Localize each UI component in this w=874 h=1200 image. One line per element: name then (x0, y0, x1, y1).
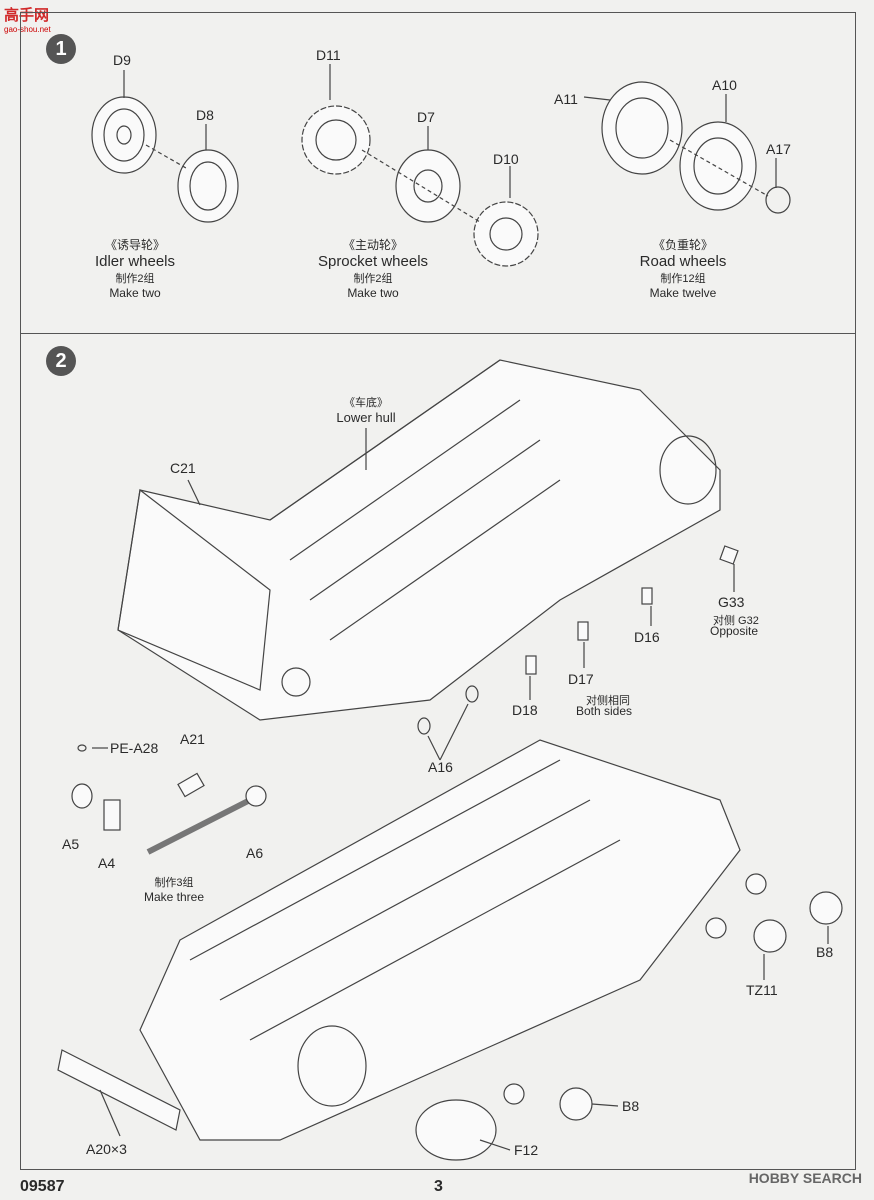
part-label-d7: D7 (417, 109, 435, 125)
step2-panel (20, 334, 856, 1170)
d17-note-en: Both sides (576, 704, 633, 718)
part-label-f12: F12 (514, 1142, 539, 1158)
caption-idler: 《诱导轮》 Idler wheels 制作2组 Make two (35, 236, 235, 300)
watermark: HOBBY SEARCH (748, 1170, 862, 1186)
part-label-d8: D8 (196, 107, 214, 123)
caption-qty-cn: 制作12组 (660, 273, 706, 285)
step1-panel (20, 12, 856, 334)
part-label-tz11: TZ11 (746, 982, 778, 998)
part-label-a21: A21 (180, 731, 205, 747)
caption-road: 《负重轮》 Road wheels 制作12组 Make twelve (583, 236, 783, 300)
part-label-a17: A17 (766, 141, 791, 157)
caption-sprocket: 《主动轮》 Sprocket wheels 制作2组 Make two (273, 236, 473, 300)
part-label-d11: D11 (316, 47, 341, 63)
caption-qty-cn: 制作2组 (115, 273, 155, 285)
part-label-d18: D18 (512, 702, 538, 718)
step2-number: 2 (46, 346, 76, 376)
caption-qty-en: Make two (109, 286, 161, 300)
caption-qty-en: Make twelve (649, 286, 717, 300)
page-number: 3 (434, 1178, 443, 1195)
caption-en: Road wheels (639, 253, 727, 270)
caption-en: Idler wheels (94, 253, 176, 270)
site-logo: 高手网 gao-shou.net (4, 4, 51, 34)
part-label-a11: A11 (554, 91, 578, 107)
caption-en: Sprocket wheels (317, 253, 429, 270)
caption-qty-en: Make three (143, 890, 205, 904)
part-label-a6: A6 (246, 845, 264, 861)
part-label-a5: A5 (62, 836, 80, 852)
caption-cn: 《负重轮》 (652, 238, 713, 252)
g33-note-en: Opposite (710, 624, 759, 638)
part-label-d9: D9 (113, 52, 131, 68)
part-label-b8: B8 (622, 1098, 640, 1114)
g33-note-cn: 对侧 G32 (713, 615, 759, 627)
step1-number: 1 (46, 34, 76, 64)
caption-qty-cn: 制作2组 (353, 273, 393, 285)
part-label-b8: B8 (816, 944, 834, 960)
site-logo-sub: gao-shou.net (4, 25, 51, 34)
caption-cn: 《主动轮》 (342, 238, 403, 252)
part-label-d10: D10 (493, 151, 519, 167)
part-label-a10: A10 (712, 77, 737, 93)
part-label-d17: D17 (568, 671, 594, 687)
part-label-c21: C21 (170, 460, 196, 476)
caption-qty-cn: 制作3组 (154, 877, 194, 889)
site-logo-text: 高手网 (4, 7, 50, 24)
part-label-d16: D16 (634, 629, 660, 645)
d17-note-cn: 对侧相同 (586, 695, 630, 707)
part-label-a20: A20×3 (86, 1141, 127, 1157)
caption-cn: 《车底》 (344, 397, 388, 409)
caption-cn: 《诱导轮》 (104, 238, 165, 252)
part-label-pe-a28: PE-A28 (110, 740, 159, 756)
part-label-a16: A16 (428, 759, 453, 775)
caption-lower-hull: 《车底》 Lower hull (266, 394, 466, 425)
part-label-g33: G33 (718, 594, 745, 610)
caption-en: Lower hull (336, 410, 396, 425)
caption-a6-qty: 制作3组 Make three (74, 874, 274, 904)
caption-qty-en: Make two (347, 286, 399, 300)
part-label-a4: A4 (98, 855, 116, 871)
kit-code: 09587 (20, 1178, 65, 1195)
